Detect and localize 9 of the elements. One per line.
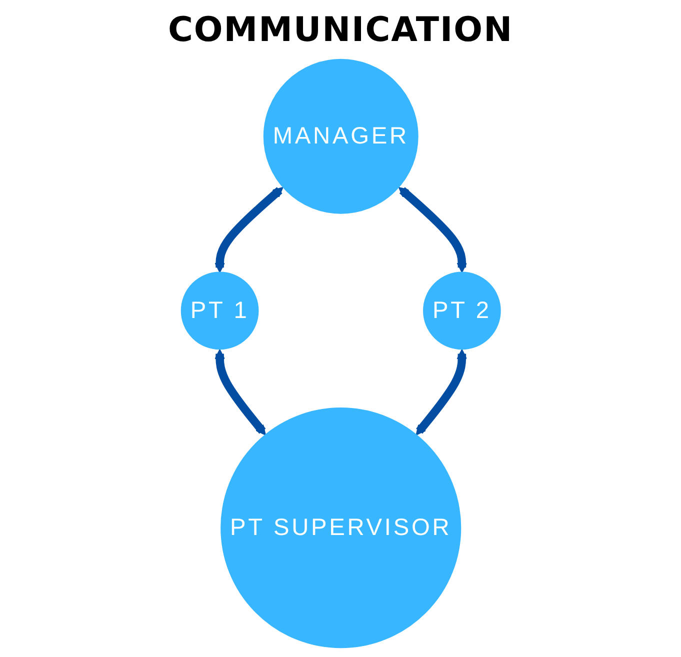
arrow [214,349,266,436]
arrow [415,349,467,436]
arrow [214,186,283,273]
circle-node: MANAGER [263,58,418,214]
circle-node: PT 1 [180,272,258,350]
arrow [398,186,467,273]
circle-node: PT 2 [422,272,500,350]
center-heading: COMMUNICATION [168,10,514,50]
circle-node: PT SUPERVISOR [220,408,461,648]
